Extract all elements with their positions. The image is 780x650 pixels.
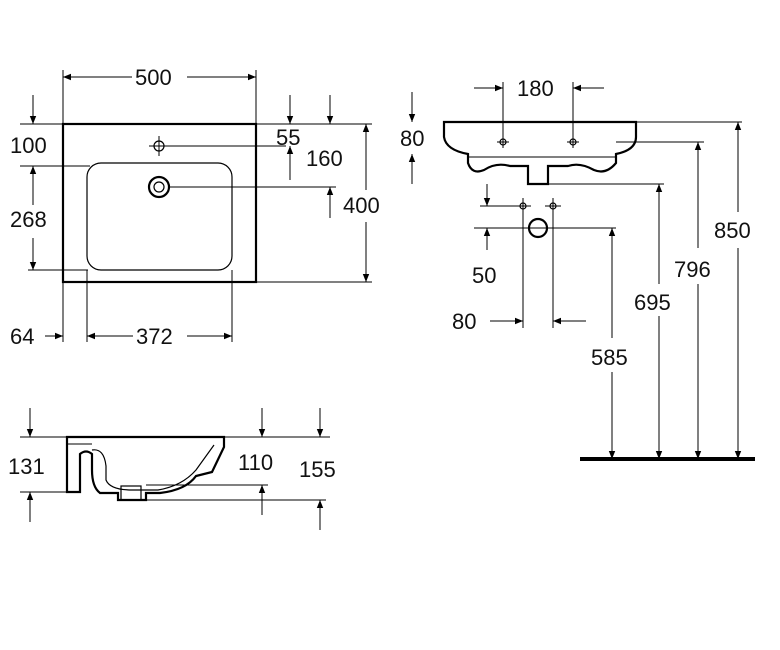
tap-right-icon [567,136,579,148]
basin-front-outline [442,120,638,186]
tap-left-icon [497,136,509,148]
drain-icon [147,175,171,199]
dim-bowl-width: 372 [136,324,173,349]
dim-width: 500 [135,65,172,90]
valve-right-icon [545,198,561,214]
top-view: 500 100 268 55 160 400 64 3 [10,65,380,349]
dim-bowl-depth: 268 [10,207,47,232]
basin-side-outline [65,435,226,502]
dim-side-total-height: 155 [299,457,336,482]
dim-side-margin: 64 [10,324,34,349]
dim-height-695: 695 [634,290,671,315]
dim-height-585: 585 [591,345,628,370]
dim-outlet-offset: 80 [452,309,476,334]
dim-tap-offset: 100 [10,133,47,158]
dim-outlet-height: 50 [472,263,496,288]
dim-tap-spacing: 180 [517,76,554,101]
valve-left-icon [515,198,531,214]
basin-outline [61,122,258,284]
dim-side-bowl-height: 110 [238,450,273,475]
front-view: 180 80 50 80 [400,76,755,461]
dim-side-height: 131 [8,454,45,479]
dim-depth-rear: 160 [306,146,343,171]
dim-height-796: 796 [674,257,711,282]
side-view: 131 110 155 [8,408,336,530]
dim-rim-height: 80 [400,126,424,151]
dim-height-850: 850 [714,218,751,243]
dim-total-depth: 400 [343,193,380,218]
dim-depth-front: 55 [276,125,300,150]
bowl-outline [86,162,233,271]
